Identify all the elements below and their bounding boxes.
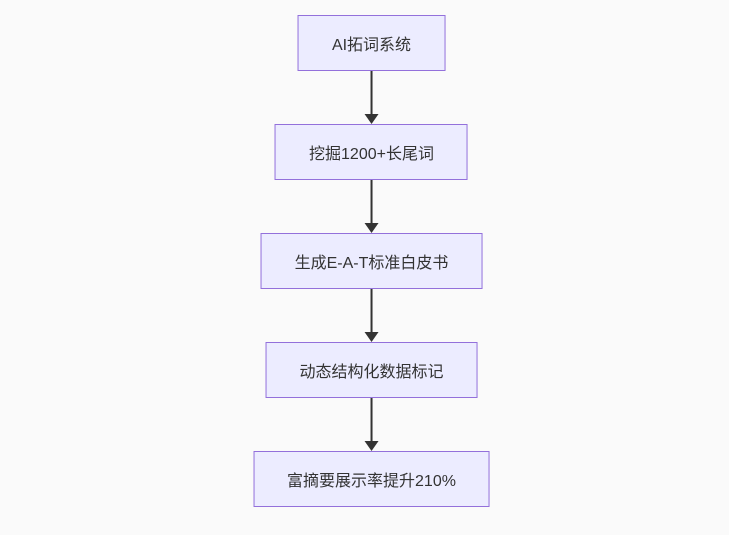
- arrowhead-down-icon: [364, 223, 379, 233]
- arrowhead-down-icon: [364, 114, 379, 124]
- node-label: 动态结构化数据标记: [299, 364, 444, 381]
- flowchart-node-eat-whitepaper: 生成E-A-T标准白皮书: [260, 233, 483, 289]
- node-label: 富摘要展示率提升210%: [287, 473, 456, 490]
- edge-line: [370, 398, 373, 442]
- edge-arrow: [364, 289, 379, 342]
- flowchart: AI拓词系统 挖掘1200+长尾词 生成E-A-T标准白皮书 动态结构化数据标记: [253, 15, 490, 507]
- node-label: 挖掘1200+长尾词: [309, 146, 434, 163]
- edge-line: [370, 289, 373, 333]
- flowchart-node-longtail-mining: 挖掘1200+长尾词: [275, 124, 468, 180]
- node-label: 生成E-A-T标准白皮书: [294, 255, 449, 272]
- edge-arrow: [364, 71, 379, 124]
- edge-arrow: [364, 398, 379, 451]
- edge-line: [370, 71, 373, 115]
- edge-line: [370, 180, 373, 224]
- flowchart-node-structured-data-markup: 动态结构化数据标记: [265, 342, 478, 398]
- node-label: AI拓词系统: [331, 37, 412, 54]
- arrowhead-down-icon: [364, 441, 379, 451]
- flowchart-node-rich-snippet-result: 富摘要展示率提升210%: [253, 451, 490, 507]
- edge-arrow: [364, 180, 379, 233]
- arrowhead-down-icon: [364, 332, 379, 342]
- flowchart-node-ai-word-system: AI拓词系统: [297, 15, 446, 71]
